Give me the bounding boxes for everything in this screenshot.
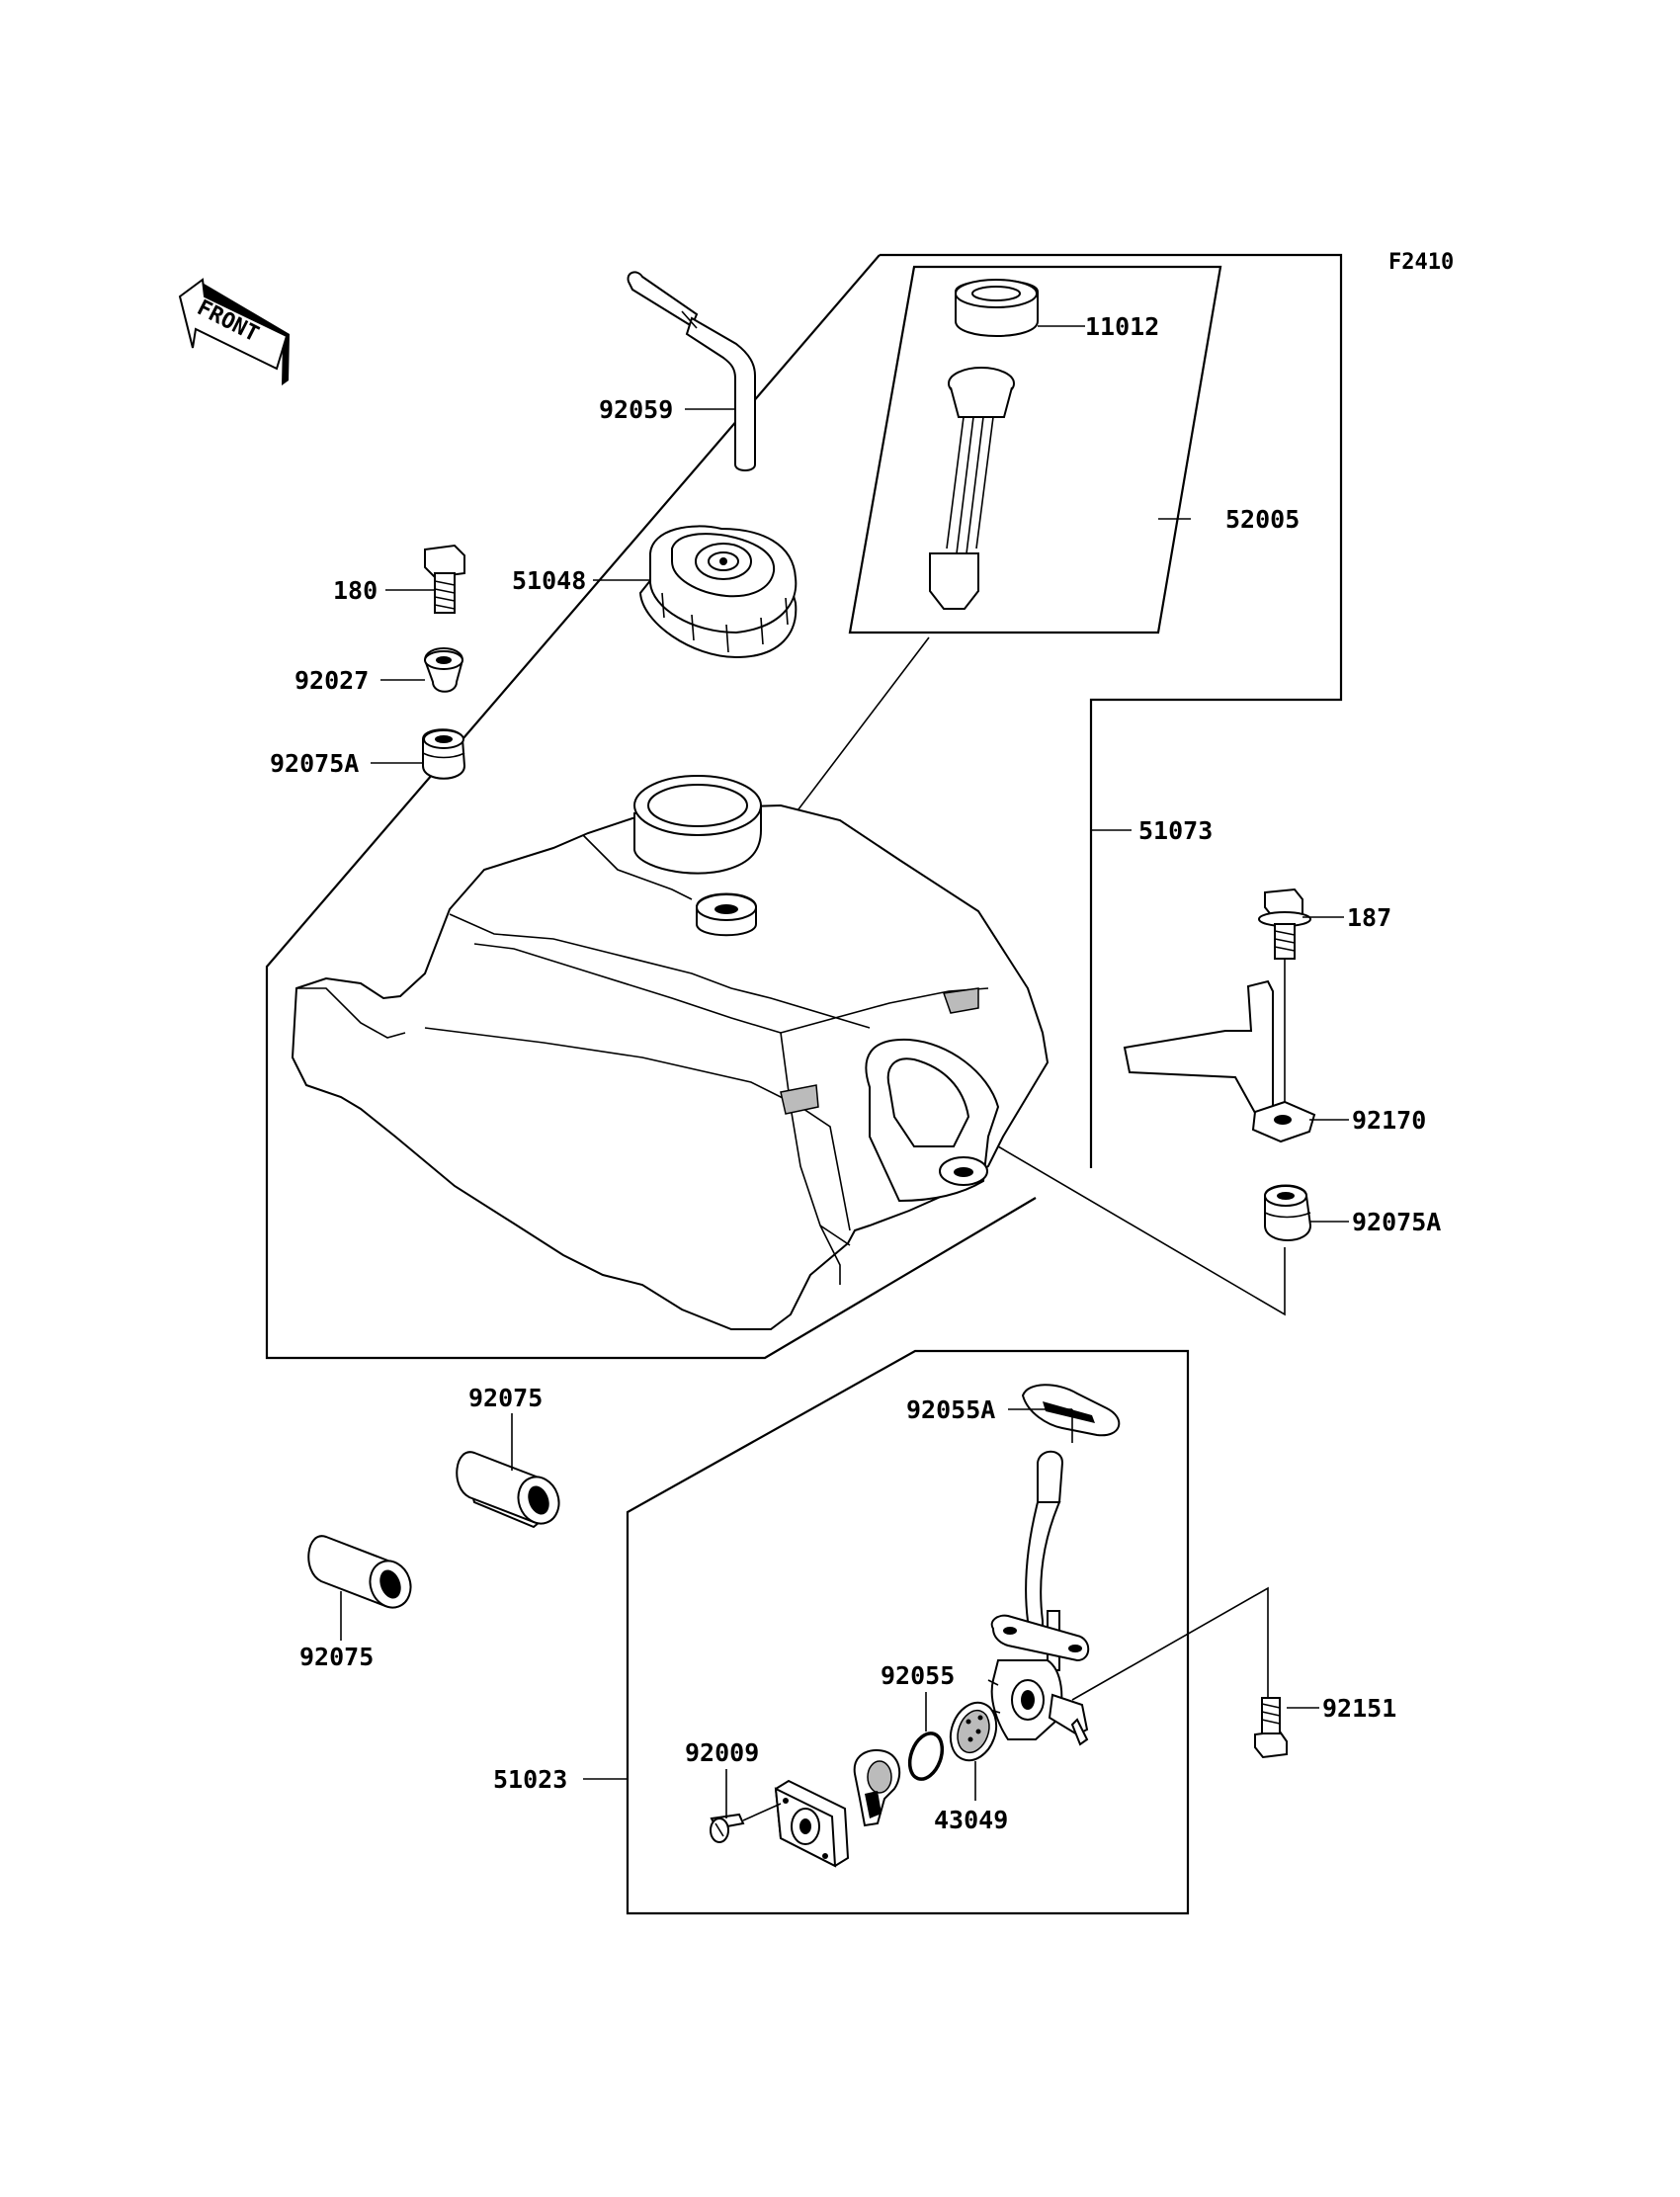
damper-sleeve-lower-part [307, 1535, 412, 1609]
figure-code: F2410 [1388, 250, 1454, 275]
part-label-92027: 92027 [294, 666, 369, 695]
part-label-92055: 92055 [881, 1661, 955, 1690]
part-label-11012: 11012 [1085, 312, 1159, 341]
damper-left-part [422, 728, 466, 780]
part-label-92075-upper: 92075 [468, 1384, 543, 1412]
fuel-tank-part [291, 775, 1050, 1330]
part-label-92055a: 92055A [906, 1395, 995, 1424]
clamp-bracket-part [1123, 979, 1316, 1143]
o-ring-part [907, 1732, 945, 1781]
part-label-92075-lower: 92075 [299, 1643, 374, 1671]
screw-part [710, 1813, 745, 1843]
bolt-180-part [424, 544, 465, 614]
diaphragm-part [949, 1701, 998, 1762]
part-label-92151: 92151 [1322, 1694, 1396, 1723]
bolt-187-part [1258, 887, 1311, 960]
part-label-51073: 51073 [1138, 816, 1213, 845]
fuel-gauge-sender-part [929, 367, 1015, 610]
grommet-part [955, 279, 1039, 337]
part-label-51048: 51048 [512, 566, 586, 595]
damper-sleeve-upper-part [456, 1451, 560, 1529]
fuel-gauge-box [848, 265, 1222, 634]
front-arrow-icon: FRONT [178, 278, 290, 385]
cover-plate-part [774, 1779, 850, 1868]
breather-hose-part [627, 271, 756, 471]
fuel-tank-frame [265, 253, 1343, 1360]
part-label-43049: 43049 [934, 1806, 1008, 1834]
part-label-92170: 92170 [1352, 1106, 1426, 1135]
damper-right-part [1264, 1184, 1312, 1241]
part-label-92059: 92059 [599, 395, 673, 424]
collar-part [423, 647, 464, 693]
part-label-52005: 52005 [1225, 505, 1300, 534]
part-label-187: 187 [1347, 903, 1391, 932]
tank-cap-part [638, 525, 798, 659]
part-label-51023: 51023 [493, 1765, 567, 1794]
part-label-180: 180 [333, 576, 378, 605]
part-label-92075a-left: 92075A [270, 749, 359, 778]
fuel-cock-part [987, 1450, 1090, 1746]
part-label-92009: 92009 [685, 1738, 759, 1767]
part-label-92075a-right: 92075A [1352, 1208, 1441, 1236]
fuel-cock-lever-part [853, 1749, 901, 1827]
bolt-92151-part [1254, 1697, 1288, 1759]
fuel-cock-frame [626, 1349, 1190, 1915]
